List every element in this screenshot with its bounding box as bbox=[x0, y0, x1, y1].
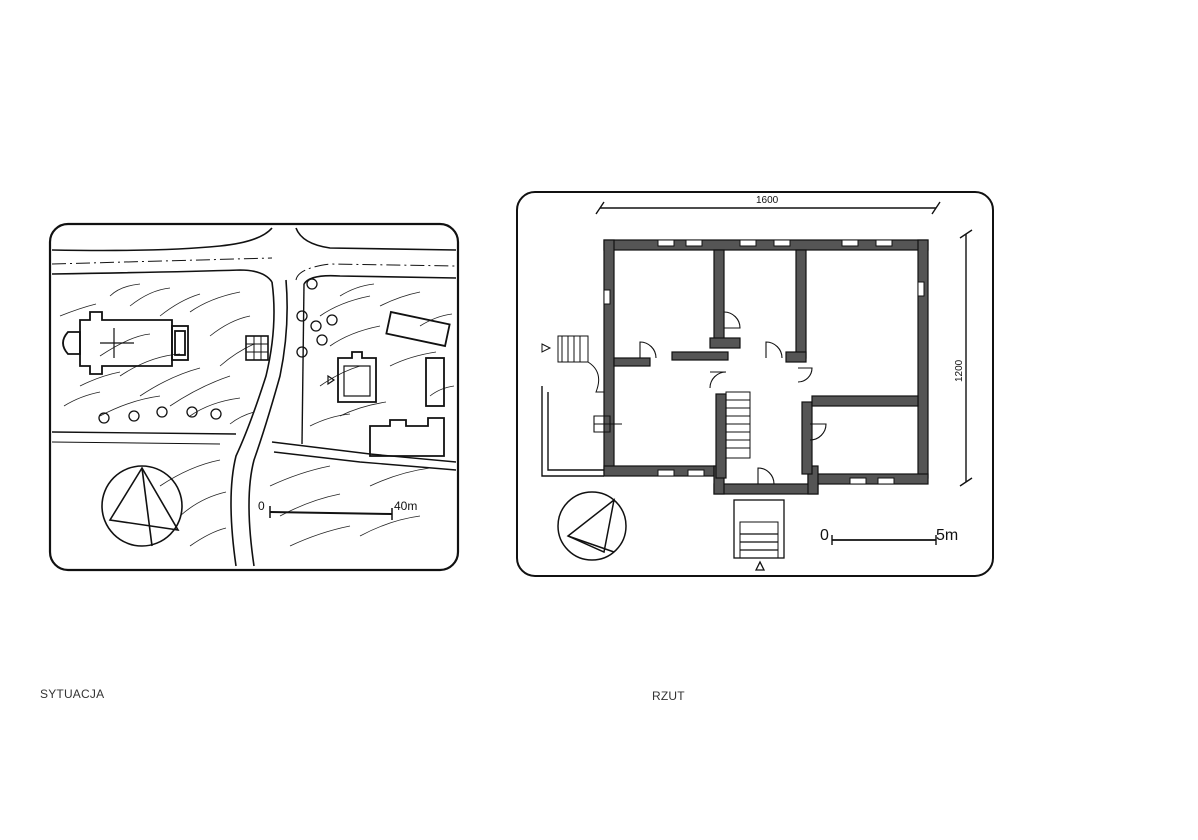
plan-scale-label: 5m bbox=[936, 527, 958, 544]
front-porch bbox=[733, 499, 785, 571]
side-entrance-stairs bbox=[541, 335, 604, 393]
height-dimension: 1200 bbox=[954, 359, 965, 382]
north-arrow bbox=[557, 491, 627, 561]
house-building bbox=[327, 351, 377, 403]
outbuilding-lshape bbox=[369, 417, 445, 457]
floor-plan-drawing: 1600 1200 bbox=[516, 191, 994, 577]
plan-frame bbox=[516, 191, 994, 577]
width-dimension: 1600 bbox=[756, 195, 779, 206]
tree-row bbox=[98, 278, 338, 424]
site-scale-label: 40m bbox=[394, 499, 417, 513]
site-plan-drawing: 0 40m bbox=[48, 222, 460, 572]
site-frame bbox=[48, 222, 460, 572]
terrain-hatching bbox=[59, 283, 455, 547]
site-plan-caption: SYTUACJA bbox=[40, 687, 105, 701]
width-dimension-line: 1600 bbox=[595, 195, 941, 215]
height-dimension-line: 1200 bbox=[954, 229, 973, 487]
outbuilding-rect bbox=[385, 310, 451, 348]
road-network bbox=[51, 227, 457, 567]
outbuilding-narrow bbox=[425, 357, 445, 407]
door-swings bbox=[593, 311, 827, 485]
north-arrow bbox=[101, 465, 183, 547]
plan-scale-bar: 0 5m bbox=[820, 527, 958, 545]
plan-scale-zero: 0 bbox=[820, 527, 829, 544]
building-walls bbox=[603, 239, 929, 495]
side-terrace bbox=[541, 386, 604, 477]
window-marks bbox=[603, 239, 925, 485]
floor-plan-panel: 1600 1200 bbox=[512, 186, 998, 582]
gate-structure bbox=[245, 335, 269, 361]
site-scale-zero: 0 bbox=[258, 499, 265, 513]
church-building bbox=[62, 311, 189, 375]
floor-plan-caption: RZUT bbox=[652, 689, 685, 703]
site-scale-bar: 0 40m bbox=[258, 499, 417, 520]
interior-stairs bbox=[725, 391, 751, 459]
site-plan-panel: 0 40m bbox=[40, 216, 470, 576]
